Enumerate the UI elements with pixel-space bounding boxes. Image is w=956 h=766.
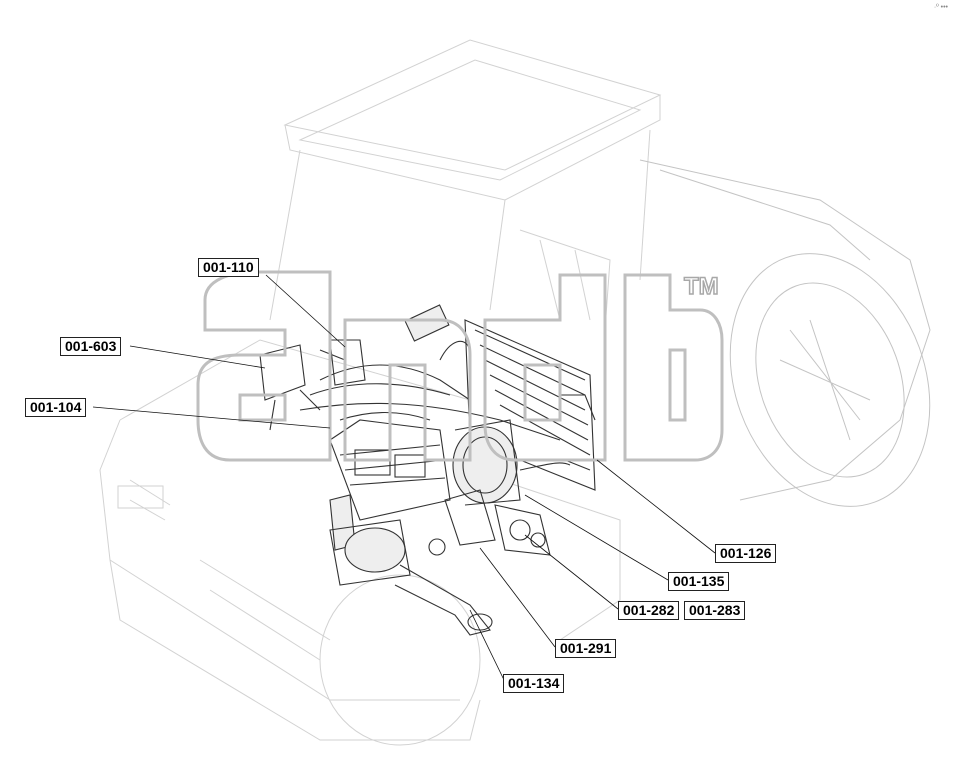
leader-lines [92,274,716,683]
trademark-text: TM [684,273,719,300]
part-label-001-134[interactable]: 001-134 [503,674,565,693]
part-label-001-126[interactable]: 001-126 [715,544,777,563]
part-label-001-603[interactable]: 001-603 [60,337,122,356]
watermark-logo [196,270,724,462]
part-label-001-104[interactable]: 001-104 [25,398,87,417]
corner-mark: ·º ••• [933,4,948,11]
part-label-001-283[interactable]: 001-283 [684,601,746,620]
part-label-001-282[interactable]: 001-282 [618,601,680,620]
part-label-001-135[interactable]: 001-135 [668,572,730,591]
part-label-001-110[interactable]: 001-110 [198,258,259,277]
machine-outline [99,39,931,746]
part-label-001-291[interactable]: 001-291 [555,639,617,658]
